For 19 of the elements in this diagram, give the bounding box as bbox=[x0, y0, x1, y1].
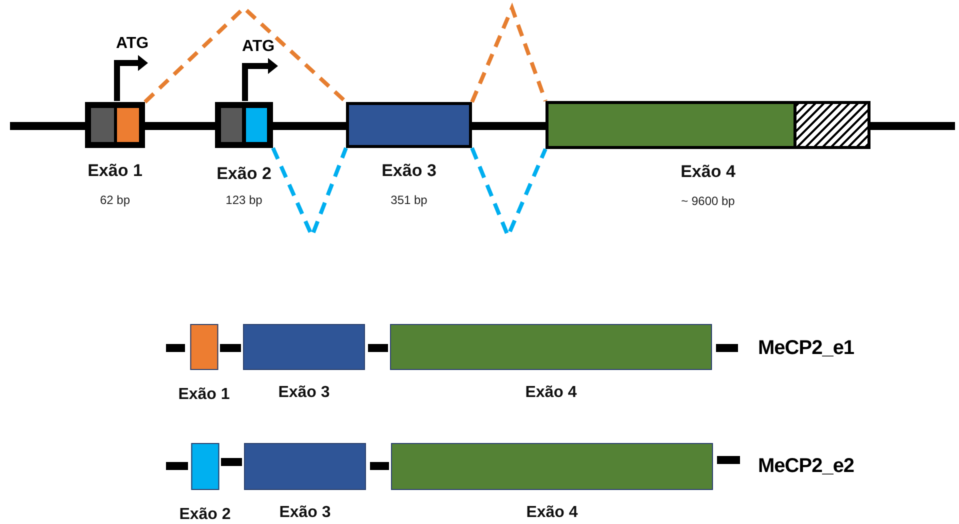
start-codon-label: ATG bbox=[116, 36, 149, 52]
exon-length: 62 bp bbox=[100, 194, 130, 207]
exon-label: Exão 3 bbox=[279, 504, 331, 522]
exon-label: Exão 4 bbox=[525, 384, 577, 402]
start-codon-label: ATG bbox=[242, 39, 275, 55]
exon-label: Exão 3 bbox=[382, 162, 436, 181]
exon-length: 123 bp bbox=[226, 194, 262, 207]
exon-label: Exão 1 bbox=[88, 162, 142, 181]
exon-label: Exão 3 bbox=[278, 384, 330, 402]
splice-line bbox=[470, 2, 548, 103]
exon-label: Exão 2 bbox=[179, 506, 231, 524]
exon-length: 351 bp bbox=[390, 194, 428, 207]
transcript-name: MeCP2_e2 bbox=[758, 456, 854, 476]
exon-length: ~ 9600 bp bbox=[681, 194, 735, 208]
exon-label: Exão 1 bbox=[178, 386, 230, 404]
transcript-name: MeCP2_e1 bbox=[758, 338, 854, 358]
exon-label: Exão 4 bbox=[680, 163, 736, 182]
exon-label: Exão 4 bbox=[526, 504, 578, 522]
exon-label: Exão 2 bbox=[216, 165, 272, 184]
